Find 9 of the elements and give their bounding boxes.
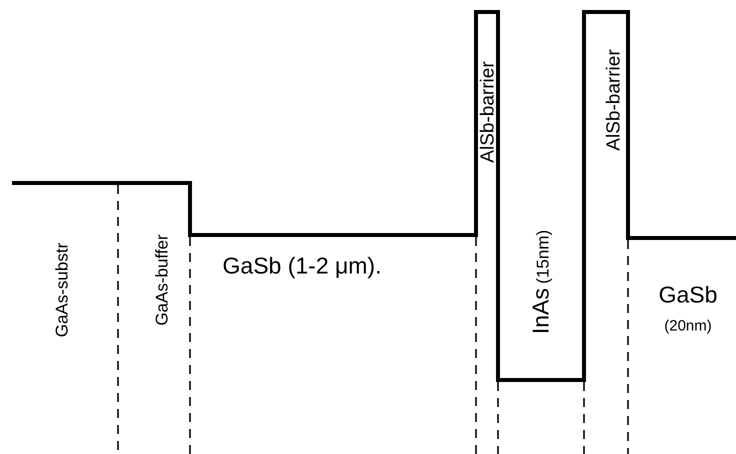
layer-label: InAs (528, 288, 554, 334)
layer-label: AlSb-barrier (604, 49, 624, 151)
layer-label: AlSb-barrier (478, 61, 498, 163)
layer-label: GaAs-substr (54, 242, 70, 338)
layer-label: (20nm) (664, 318, 712, 334)
layer-label: (15nm) (534, 230, 552, 284)
layer-label: GaAs-buffer (154, 234, 170, 326)
layer-label: GaSb (658, 284, 718, 306)
layer-label: GaSb (1-2 μm). (222, 254, 382, 278)
